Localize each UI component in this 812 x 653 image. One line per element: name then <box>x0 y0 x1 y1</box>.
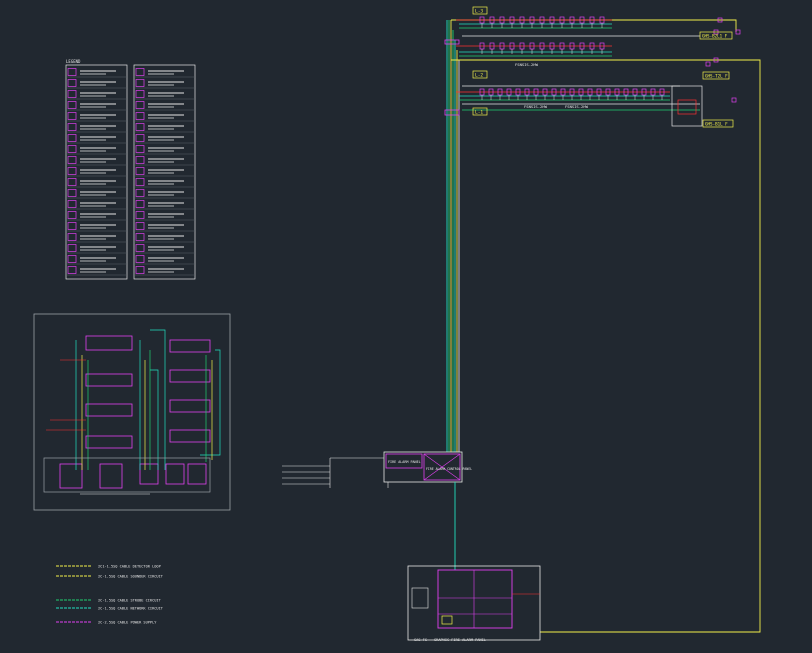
legend-symbol <box>135 244 145 252</box>
panel-label: FIRE ALARM CONTROL PANEL <box>426 467 472 471</box>
panel-label: FIRE ALARM PANEL <box>388 460 421 464</box>
level-tag: L-2 <box>475 73 483 79</box>
legend-symbol <box>67 101 77 109</box>
legend-symbol <box>67 123 77 131</box>
corridor-label: FSNSIS-2HW <box>515 62 539 67</box>
floor-tag: GHS-B2L1 F <box>702 34 728 39</box>
line-legend-label: 2C-1.5SQ CABLE STROBE CIRCUIT <box>98 599 162 603</box>
panel-tag: GAS-FS <box>414 638 427 642</box>
graphic-panel: GAS-FS GRAPHIC FIRE ALARM PANEL <box>407 565 541 642</box>
panel-caption: GRAPHIC FIRE ALARM PANEL <box>434 638 486 642</box>
legend-symbol <box>135 123 145 131</box>
legend-symbol <box>67 167 77 175</box>
line-legend-label: 2C-1.5SQ CABLE SOUNDER CIRCUIT <box>98 575 164 579</box>
end-device-symbol <box>705 61 711 67</box>
legend-symbol <box>135 178 145 186</box>
legend-rows <box>66 68 195 276</box>
legend-symbol <box>67 244 77 252</box>
legend-symbol <box>135 145 145 153</box>
riser-diagram: L-3 L-2 L-1 GHS-B2L1 F GHS-T2L F GHS-B1L… <box>282 6 761 642</box>
legend-symbol <box>135 189 145 197</box>
line-legend-label: 2C1-1.5SQ CABLE DETECTOR LOOP <box>98 565 161 569</box>
legend-symbol <box>135 79 145 87</box>
legend-symbol <box>135 90 145 98</box>
legend-symbol <box>67 266 77 274</box>
legend-symbol <box>67 134 77 142</box>
line-legend: 2C1-1.5SQ CABLE DETECTOR LOOP 2C-1.5SQ CA… <box>56 565 164 625</box>
level-tag: L-1 <box>475 110 483 116</box>
block-diagram-frame <box>33 313 231 511</box>
legend-symbol <box>67 145 77 153</box>
legend-symbol <box>135 200 145 208</box>
legend-symbol <box>67 112 77 120</box>
legend-symbol <box>135 233 145 241</box>
legend-symbol <box>135 134 145 142</box>
end-device-symbol <box>717 17 723 23</box>
legend-symbol <box>135 266 145 274</box>
legend-symbol <box>67 189 77 197</box>
line-legend-label: 2C-1.5SQ CABLE NETWORK CIRCUIT <box>98 607 164 611</box>
legend-symbol <box>135 222 145 230</box>
legend-symbol <box>67 255 77 263</box>
floor-tag: GHS-T2L F <box>705 74 728 79</box>
legend-symbol <box>67 200 77 208</box>
legend-symbol <box>135 156 145 164</box>
legend-symbol <box>67 156 77 164</box>
legend-symbol <box>67 178 77 186</box>
main-fire-panel: FIRE ALARM PANEL FIRE ALARM CONTROL PANE… <box>383 451 472 483</box>
legend-symbol <box>67 233 77 241</box>
end-device-symbol <box>731 97 737 103</box>
legend-title: LEGEND <box>66 59 81 64</box>
legend-symbol <box>135 68 145 76</box>
legend-symbol <box>135 101 145 109</box>
legend-table: LEGEND <box>65 59 196 280</box>
corridor-label: FSNSIS-2HW <box>565 104 589 109</box>
legend-symbol <box>67 90 77 98</box>
legend-symbol <box>67 79 77 87</box>
line-legend-label: 2C-2.5SQ CABLE POWER SUPPLY <box>98 621 157 625</box>
legend-symbol <box>135 167 145 175</box>
legend-symbol <box>67 211 77 219</box>
corridor-label: FSNSIS-2HW <box>524 104 548 109</box>
legend-symbol <box>67 222 77 230</box>
floor-tag: GHS-B1L F <box>705 122 728 127</box>
legend-symbol <box>135 112 145 120</box>
legend-symbol <box>135 255 145 263</box>
legend-symbol <box>67 68 77 76</box>
level-tag: L-3 <box>475 9 483 15</box>
end-device-symbol <box>735 29 741 35</box>
legend-symbol <box>135 211 145 219</box>
end-device-symbol <box>713 57 719 63</box>
